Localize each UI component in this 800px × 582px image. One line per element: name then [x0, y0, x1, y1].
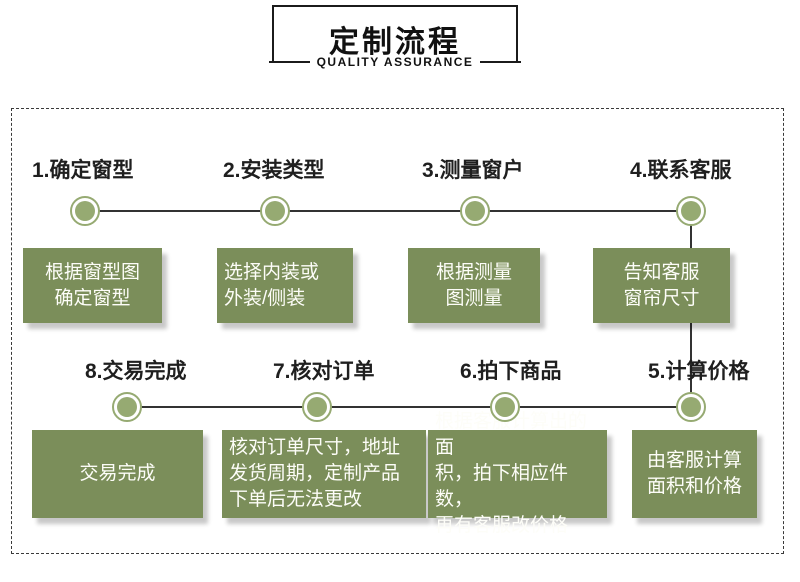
step-label-3: 3.测量窗户 [422, 159, 524, 182]
step-node-6 [490, 392, 520, 422]
step-box-7: 核对订单尺寸，地址 发货周期，定制产品 下单后无法更改 [222, 430, 426, 518]
divider-line-left [269, 61, 310, 63]
subtitle-row: QUALITY ASSURANCE [269, 55, 521, 69]
node-dot-icon [307, 397, 327, 417]
node-dot-icon [681, 397, 701, 417]
flow-container: 1.确定窗型 2.安装类型 3.测量窗户 4.联系客服 根据窗型图 确定窗型 选… [11, 108, 784, 554]
page-subtitle: QUALITY ASSURANCE [316, 55, 474, 69]
step-label-7: 7.核对订单 [273, 360, 375, 383]
step-box-3: 根据测量 图测量 [408, 248, 540, 323]
connector-row1 [85, 210, 691, 212]
step-label-1: 1.确定窗型 [32, 159, 134, 182]
step-node-8 [112, 392, 142, 422]
page-title: 定制流程 [329, 26, 461, 59]
step-node-7 [302, 392, 332, 422]
step-node-3 [460, 196, 490, 226]
step-label-5: 5.计算价格 [648, 360, 750, 383]
step-label-6: 6.拍下商品 [460, 360, 562, 383]
step-box-5: 由客服计算 面积和价格 [632, 430, 757, 518]
node-dot-icon [495, 397, 515, 417]
node-dot-icon [75, 201, 95, 221]
node-dot-icon [465, 201, 485, 221]
step-label-2: 2.安装类型 [223, 159, 325, 182]
step-box-4: 告知客服 窗帘尺寸 [593, 248, 730, 323]
step-box-6: 根据客服计算出的面 积，拍下相应件数， 再有客服改价格 [428, 411, 607, 536]
step-node-1 [70, 196, 100, 226]
step-box-1: 根据窗型图 确定窗型 [23, 248, 162, 323]
step-node-4 [676, 196, 706, 226]
title-box: 定制流程 QUALITY ASSURANCE [269, 5, 521, 69]
node-dot-icon [681, 201, 701, 221]
step-node-5 [676, 392, 706, 422]
divider-line-right [480, 61, 521, 63]
step-node-2 [260, 196, 290, 226]
connector-row2 [127, 406, 691, 408]
node-dot-icon [117, 397, 137, 417]
step-box-8: 交易完成 [32, 430, 203, 518]
node-dot-icon [265, 201, 285, 221]
step-box-2: 选择内装或 外装/侧装 [217, 248, 353, 323]
step-label-4: 4.联系客服 [630, 159, 732, 182]
step-label-8: 8.交易完成 [85, 360, 187, 383]
